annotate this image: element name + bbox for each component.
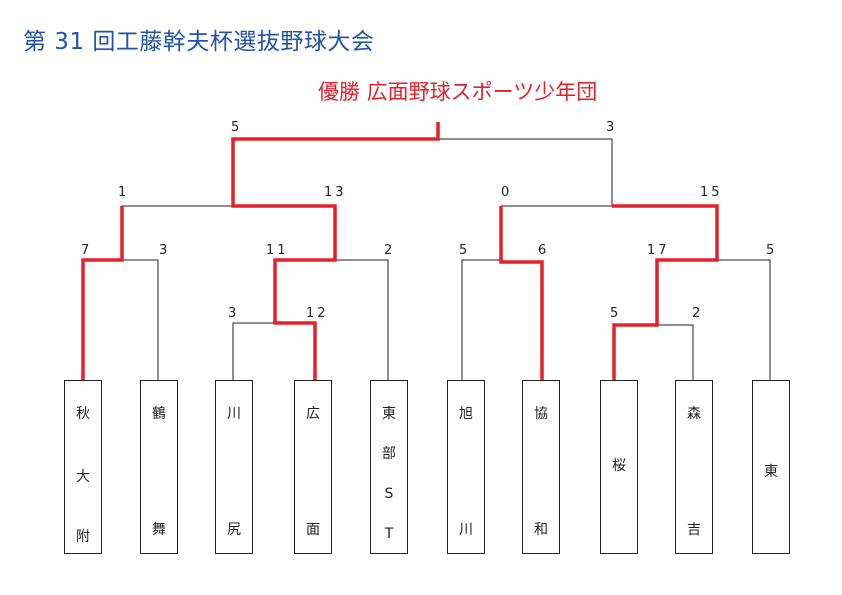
team-char: 協 xyxy=(534,406,548,422)
score-r1b-left: 5 xyxy=(610,306,619,321)
line-asahikawa xyxy=(461,259,501,380)
team-char: 東 xyxy=(382,406,396,422)
team-box: 秋 大 附 xyxy=(64,380,102,554)
team-box: 鶴 舞 xyxy=(140,380,178,554)
line-tobu xyxy=(335,259,389,380)
team-char: 川 xyxy=(227,406,241,422)
score-q1-left: 7 xyxy=(81,243,90,258)
win-kyowa xyxy=(499,206,544,380)
score-q2-right: 2 xyxy=(384,243,393,258)
team-char: 桜 xyxy=(612,458,626,474)
team-char: 吉 xyxy=(687,522,701,538)
win-sakura xyxy=(612,204,719,380)
team-box: 川 尻 xyxy=(215,380,253,554)
team-char: 広 xyxy=(306,406,320,422)
team-char: 附 xyxy=(76,529,90,545)
team-char: 鶴 xyxy=(152,406,166,422)
line-kawashiri xyxy=(232,322,275,380)
win-hiroomote xyxy=(231,122,440,380)
team-char: 和 xyxy=(534,522,548,538)
score-final-right: 3 xyxy=(606,120,615,135)
score-q3-left: 5 xyxy=(459,243,468,258)
score-semi2-right: 15 xyxy=(700,185,723,200)
winner-label: 優勝 広面野球スポーツ少年団 xyxy=(318,80,598,104)
score-r1b-right: 2 xyxy=(692,306,701,321)
score-semi2-left: 0 xyxy=(501,185,510,200)
team-char: T xyxy=(384,526,394,542)
team-box: 東 部 S T xyxy=(370,380,408,554)
team-char: 東 xyxy=(764,464,778,480)
team-char: 川 xyxy=(459,522,473,538)
score-final-left: 5 xyxy=(231,120,240,135)
team-char: S xyxy=(384,486,394,502)
team-box: 協 和 xyxy=(522,380,560,554)
line-final-right xyxy=(438,138,613,206)
score-semi1-left: 1 xyxy=(118,185,127,200)
win-akitadaifu xyxy=(81,206,124,380)
score-r1a-left: 3 xyxy=(228,306,237,321)
line-tsurumai xyxy=(122,259,159,380)
tournament-title: 第 31 回工藤幹夫杯選抜野球大会 xyxy=(23,29,375,55)
team-char: 尻 xyxy=(227,522,241,538)
team-box: 東 xyxy=(752,380,790,554)
line-moriyoshi xyxy=(657,324,694,380)
score-q2-left: 11 xyxy=(266,243,289,258)
score-r1a-right: 12 xyxy=(306,306,329,321)
team-box: 旭 川 xyxy=(447,380,485,554)
team-char: 大 xyxy=(76,469,90,485)
score-q1-right: 3 xyxy=(159,243,168,258)
team-box: 桜 xyxy=(600,380,638,554)
team-char: 部 xyxy=(382,446,396,462)
score-q4-left: 17 xyxy=(647,243,670,258)
team-char: 森 xyxy=(687,406,701,422)
score-q3-right: 6 xyxy=(538,243,547,258)
team-box: 森 吉 xyxy=(675,380,713,554)
team-char: 秋 xyxy=(76,406,90,422)
team-char: 旭 xyxy=(459,406,473,422)
team-char: 面 xyxy=(306,522,320,538)
team-char: 舞 xyxy=(152,522,166,538)
line-higashi xyxy=(717,259,771,380)
team-box: 広 面 xyxy=(294,380,332,554)
score-q4-right: 5 xyxy=(766,243,775,258)
score-semi1-right: 13 xyxy=(324,185,347,200)
